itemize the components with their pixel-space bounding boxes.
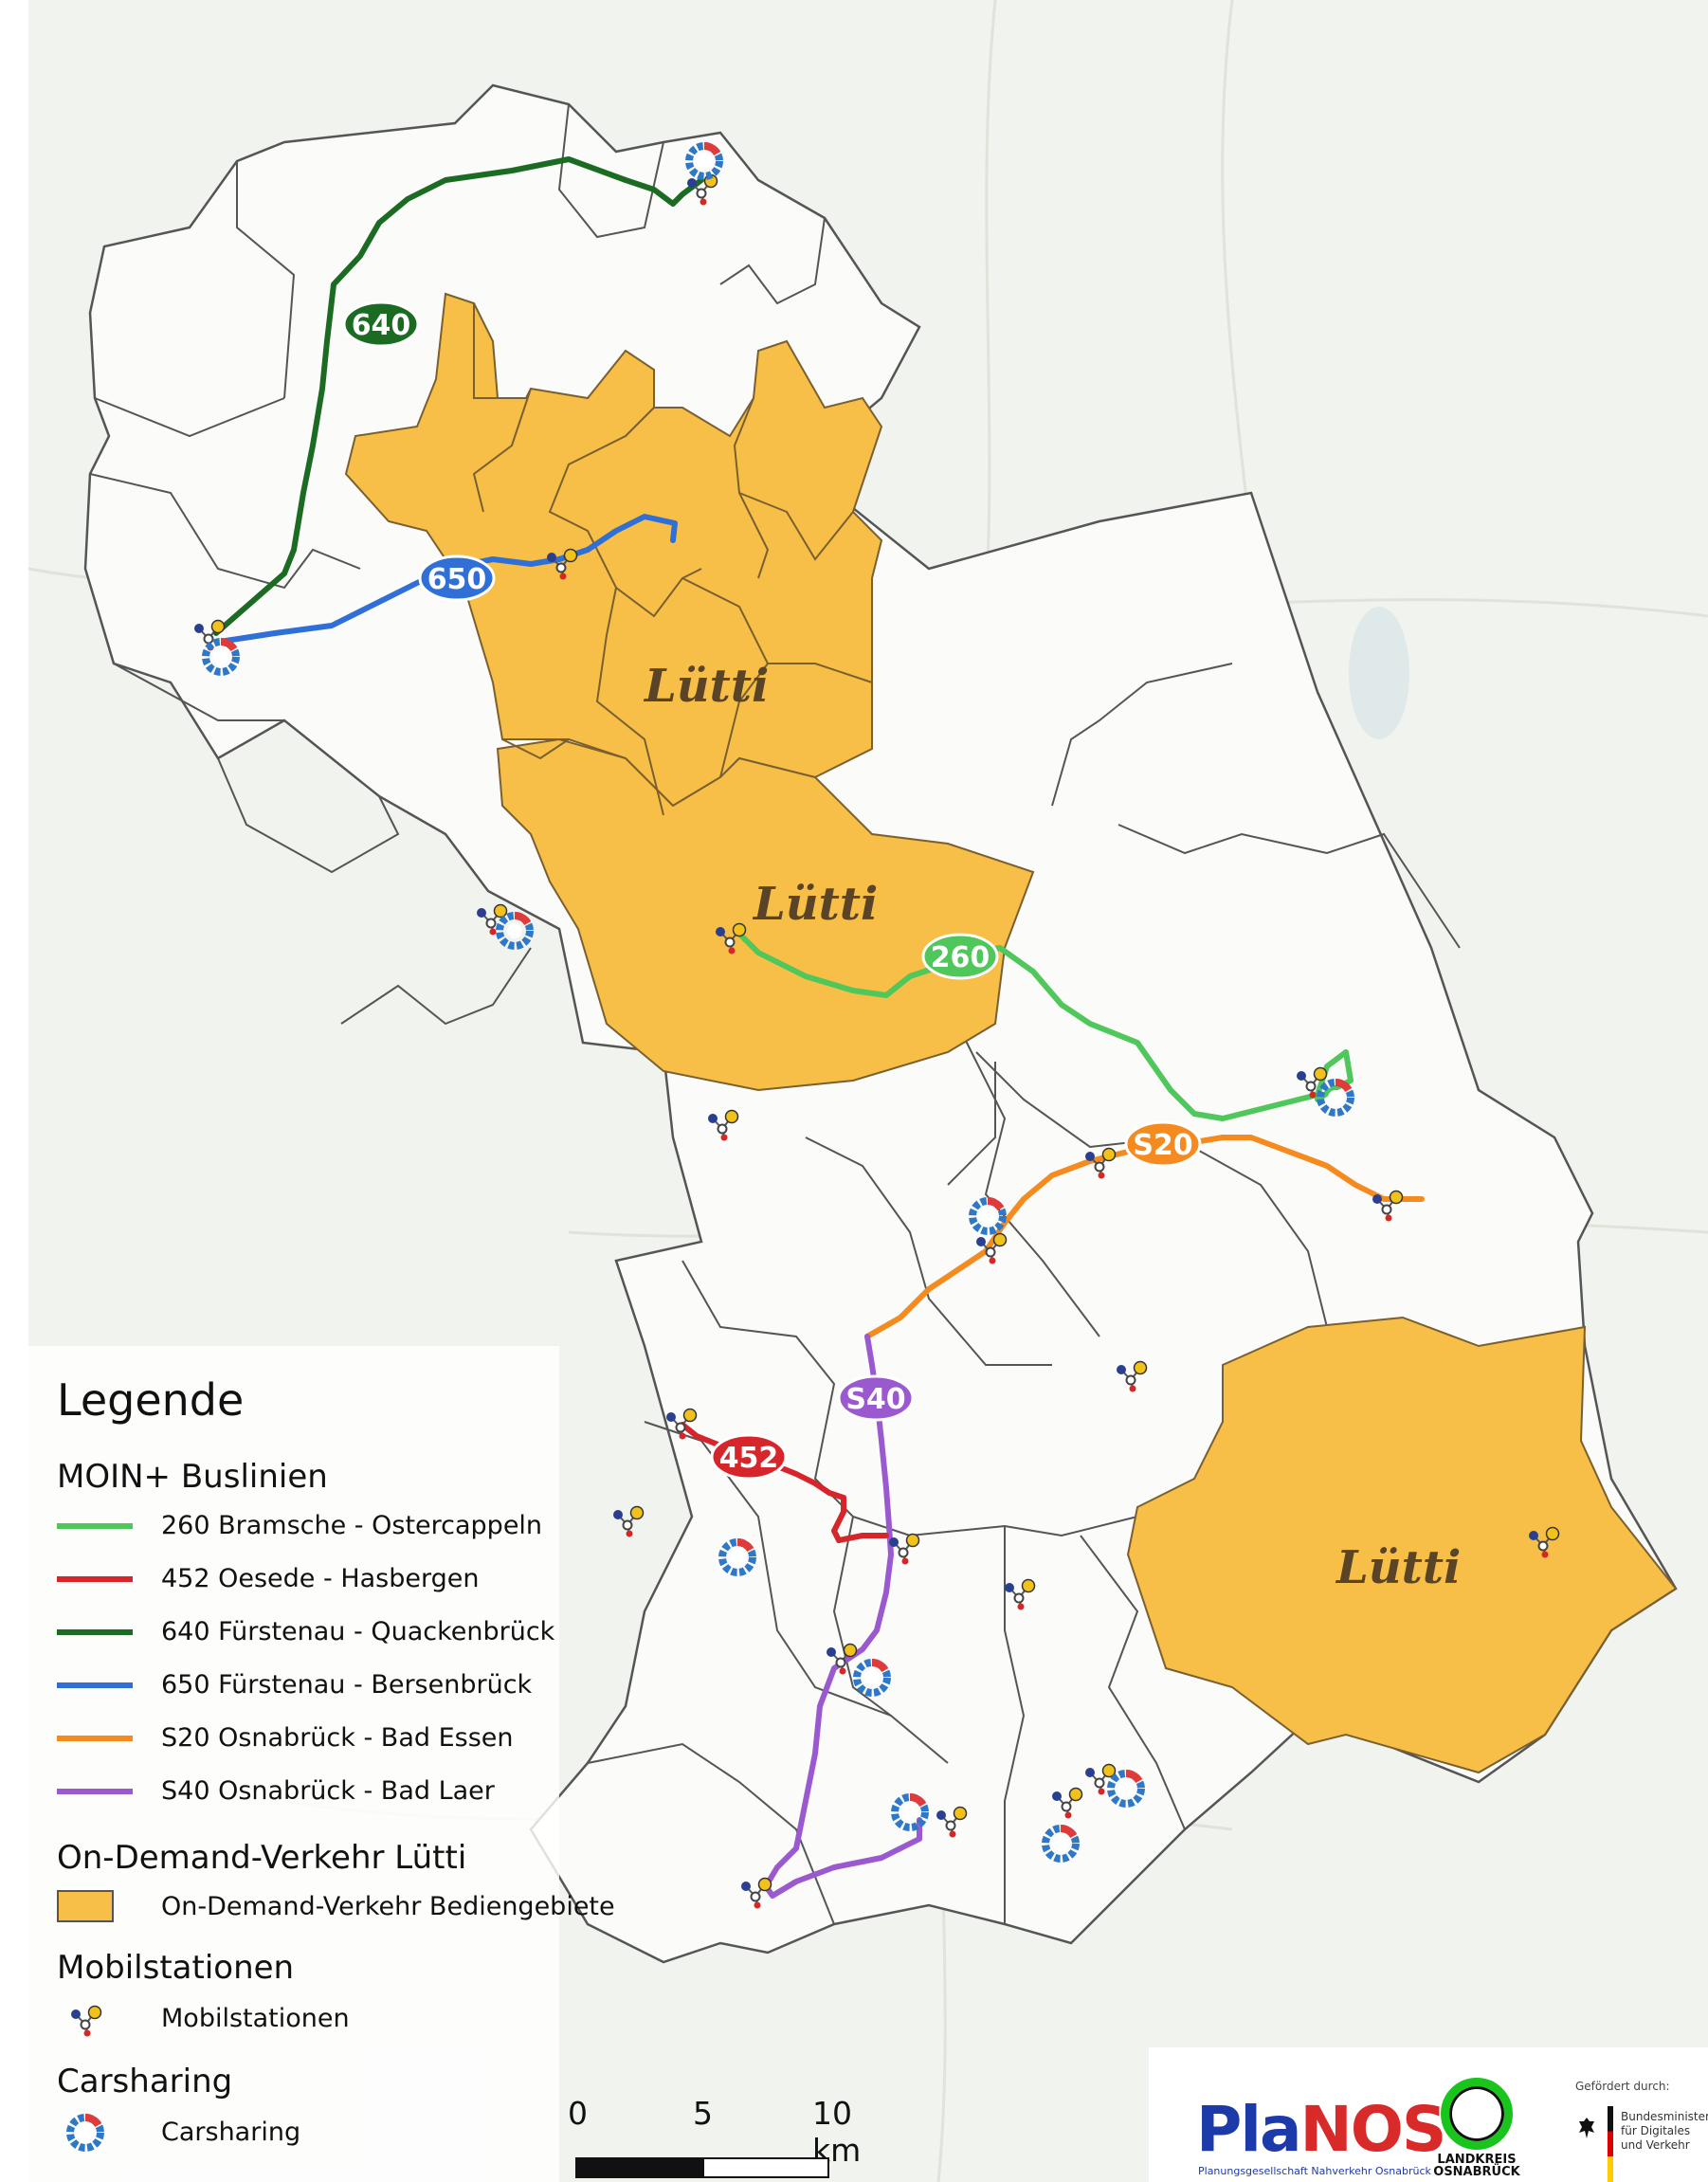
ondemand-area-north [344, 292, 883, 808]
ondemand-area-east [1126, 1316, 1678, 1774]
scale-tick-5: 5 [693, 2095, 713, 2132]
legend-item-busline: 452 Oesede - Hasbergen [57, 1560, 559, 1598]
legend-label-busline: S20 Osnabrück - Bad Essen [161, 1723, 514, 1753]
badge-S20: S20 [1124, 1120, 1202, 1168]
legend-swatch-ondemand [57, 1888, 133, 1926]
legend-label-mobilstationen: Mobilstationen [161, 2004, 350, 2033]
landkreis-logo-icon [1441, 2078, 1513, 2150]
badge-640-text: 640 [352, 309, 411, 342]
badge-650: 650 [418, 555, 496, 602]
legend-line-swatch [57, 1666, 133, 1704]
ondemand-areas [344, 292, 1678, 1774]
legend-item-busline: 640 Fürstenau - Quackenbrück [57, 1613, 559, 1651]
legend-line-swatch [57, 1507, 133, 1545]
badge-452: 452 [710, 1433, 788, 1481]
badge-640: 640 [342, 300, 420, 348]
legend-line-swatch [57, 1613, 133, 1651]
legend-item-mobilstationen: Mobilstationen [57, 2000, 559, 2038]
badge-260: 260 [921, 933, 999, 980]
luetti-label-center: Lütti [752, 878, 878, 931]
line-badges: 640 650 260 S20 S40 452 [342, 300, 1202, 1481]
badge-650-text: 650 [427, 563, 487, 596]
legend-label-busline: S40 Osnabrück - Bad Laer [161, 1776, 495, 1806]
scale-tick-0: 0 [568, 2095, 588, 2132]
legend-label-busline: 650 Fürstenau - Bersenbrück [161, 1670, 533, 1700]
scale-bar: 0 5 10 km [564, 2095, 867, 2180]
legend-group-ondemand-title: On-Demand-Verkehr Lütti [57, 1839, 467, 1877]
scale-segment-light [702, 2157, 829, 2178]
legend-title: Legende [57, 1374, 245, 1426]
planos-subtitle: Planungsgesellschaft Nahverkehr Osnabrüc… [1198, 2165, 1431, 2177]
legend-group-mobilstationen-title: Mobilstationen [57, 1949, 295, 1987]
legend-label-carsharing: Carsharing [161, 2118, 301, 2147]
busline-650 [223, 514, 678, 644]
luetti-labels: Lütti Lütti Lütti [643, 660, 1461, 1594]
legend-label-busline: 640 Fürstenau - Quackenbrück [161, 1617, 555, 1646]
badge-S20-text: S20 [1133, 1129, 1192, 1162]
legend-line-swatch [57, 1719, 133, 1757]
ondemand-inner-borders [472, 303, 873, 816]
scale-segment-dark [575, 2157, 704, 2178]
legend-item-ondemand: On-Demand-Verkehr Bediengebiete [57, 1888, 615, 1926]
carsharing-icon [57, 2114, 133, 2152]
eagle-icon [1579, 2118, 1594, 2138]
busline-640 [213, 156, 704, 636]
luetti-label-east: Lütti [1335, 1541, 1461, 1594]
luetti-label-north: Lütti [643, 660, 769, 713]
legend-label-busline: 452 Oesede - Hasbergen [161, 1564, 480, 1593]
legend-group-carsharing-title: Carsharing [57, 2063, 233, 2100]
badge-452-text: 452 [719, 1442, 779, 1475]
bus-lines [213, 156, 1425, 1899]
scale-tick-10: 10 km [812, 2095, 862, 2169]
legend-item-busline: S40 Osnabrück - Bad Laer [57, 1773, 559, 1810]
logo-bar: PlaNOS Planungsgesellschaft Nahverkehr O… [1149, 2047, 1708, 2182]
legend-group-buslines-title: MOIN+ Buslinien [57, 1458, 328, 1496]
badge-S40: S40 [837, 1374, 915, 1422]
lake [1349, 607, 1409, 739]
ondemand-area-center [496, 737, 1035, 1092]
legend-item-carsharing: Carsharing [57, 2114, 559, 2152]
legend-label-busline: 260 Bramsche - Ostercappeln [161, 1511, 543, 1540]
gefoerdert-text: Gefördert durch: [1575, 2080, 1670, 2093]
badge-S40-text: S40 [845, 1383, 905, 1416]
planos-logo: PlaNOS [1196, 2093, 1446, 2166]
mobilstation-icon [57, 2000, 133, 2038]
german-flag-bar [1608, 2106, 1613, 2182]
busline-260 [736, 931, 1354, 1121]
legend-item-busline: 650 Fürstenau - Bersenbrück [57, 1666, 559, 1704]
legend-item-busline: S20 Osnabrück - Bad Essen [57, 1719, 559, 1757]
badge-260-text: 260 [931, 941, 990, 974]
legend-line-swatch [57, 1773, 133, 1810]
legend-label-ondemand: On-Demand-Verkehr Bediengebiete [161, 1892, 615, 1921]
legend-line-swatch [57, 1560, 133, 1598]
legend-panel: Legende MOIN+ Buslinien 260 Bramsche - O… [28, 1346, 615, 2182]
busline-S40 [763, 1334, 922, 1899]
legend-item-busline: 260 Bramsche - Ostercappeln [57, 1507, 559, 1545]
